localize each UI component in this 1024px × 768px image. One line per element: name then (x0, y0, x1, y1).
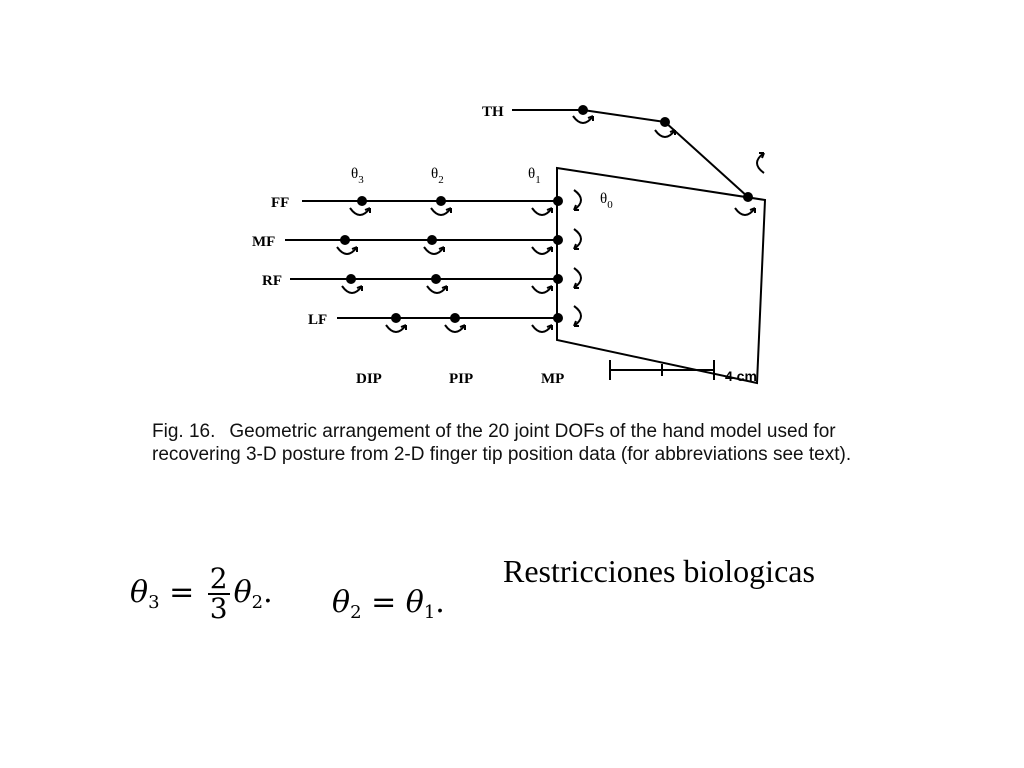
label-ff: FF (271, 195, 289, 211)
figure-number: Fig. 16. (152, 421, 216, 442)
finger-mf (285, 228, 582, 255)
label-theta3: θ3 (351, 166, 364, 186)
finger-ff (302, 189, 582, 216)
finger-lf (337, 305, 582, 333)
label-theta2: θ2 (431, 166, 444, 186)
figure-caption: Fig. 16.Geometric arrangement of the 20 … (152, 420, 882, 466)
finger-rf (290, 267, 582, 294)
equation-theta3: θ3 = 2 3 θ2. (130, 562, 273, 625)
label-rf: RF (262, 273, 282, 289)
scale-bar (609, 360, 715, 380)
label-lf: LF (308, 312, 327, 328)
label-mp: MP (541, 371, 564, 387)
thumb-joint (660, 117, 670, 127)
label-pip: PIP (449, 371, 473, 387)
slide-title: Restricciones biologicas (503, 553, 815, 589)
label-theta0: θ0 (600, 191, 613, 211)
scale-label: 4 cm (725, 368, 757, 384)
thumb-chain (512, 105, 765, 216)
equation-theta2: θ2 = θ1. (332, 585, 445, 623)
thumb-joint (743, 192, 753, 202)
label-dip: DIP (356, 371, 382, 387)
fraction: 2 3 (207, 562, 230, 625)
label-theta1: θ1 (528, 166, 541, 186)
thumb-joint (578, 105, 588, 115)
label-th: TH (482, 104, 504, 120)
caption-text: Geometric arrangement of the 20 joint DO… (152, 421, 852, 465)
label-mf: MF (252, 234, 275, 250)
palm-outline (556, 166, 767, 385)
